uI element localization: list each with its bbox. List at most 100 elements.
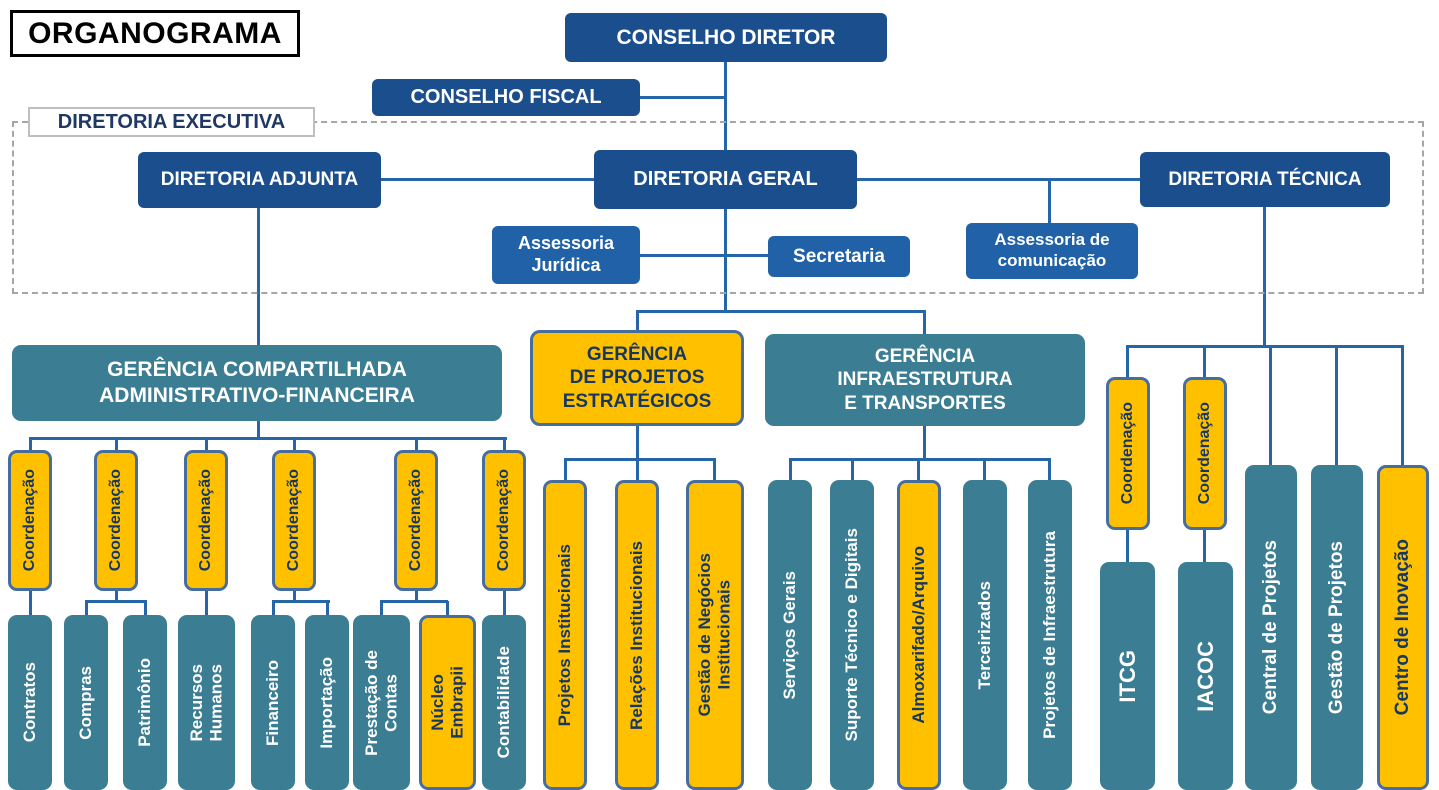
connector-line xyxy=(1269,345,1272,465)
node-label: Coordenação xyxy=(1118,402,1136,505)
connector-line xyxy=(857,178,1140,181)
node-centro-de-inovacao: Centro de Inovação xyxy=(1377,465,1429,790)
node-suporte-tecnico-digitais: Suporte Técnico e Digitais xyxy=(830,480,874,790)
node-coordenacao-tecnica-2: Coordenação xyxy=(1183,377,1227,530)
node-patrimonio: Patrimônio xyxy=(123,615,167,790)
connector-line xyxy=(640,254,724,257)
node-coordenacao-5: Coordenação xyxy=(394,450,438,591)
node-terceirizados: Terceirizados xyxy=(963,480,1007,790)
node-label: Recursos Humanos xyxy=(186,663,226,742)
node-label: Serviços Gerais xyxy=(780,570,800,700)
node-coordenacao-1: Coordenação xyxy=(8,450,52,591)
connector-line xyxy=(326,601,329,615)
node-coordenacao-6: Coordenação xyxy=(482,450,526,591)
node-label: Relações Institucionais xyxy=(627,540,647,730)
connector-line xyxy=(636,426,639,460)
node-label: Gestão de Negócios Institucionais xyxy=(695,553,734,717)
node-label: Central de Projetos xyxy=(1260,540,1282,715)
connector-line xyxy=(380,600,448,603)
connector-line xyxy=(636,458,639,480)
connector-line xyxy=(446,601,449,615)
node-gerencia-projetos-estrategicos: GERÊNCIA DE PROJETOS ESTRATÉGICOS xyxy=(530,330,744,426)
connector-line xyxy=(923,426,926,460)
connector-line xyxy=(272,600,330,603)
connector-line xyxy=(983,458,986,480)
node-gerencia-infraestrutura: GERÊNCIA INFRAESTRUTURA E TRANSPORTES xyxy=(765,334,1085,426)
connector-line xyxy=(1126,345,1404,348)
node-importacao: Importação xyxy=(305,615,349,790)
node-diretoria-tecnica: DIRETORIA TÉCNICA xyxy=(1140,152,1390,207)
connector-line xyxy=(640,96,724,99)
connector-line xyxy=(115,437,118,450)
connector-line xyxy=(636,310,639,332)
node-assessoria-juridica: Assessoria Jurídica xyxy=(492,226,640,284)
connector-line xyxy=(727,254,768,257)
node-almoxarifado-arquivo: Almoxarifado/Arquivo xyxy=(897,480,941,790)
node-label: Almoxarifado/Arquivo xyxy=(909,546,929,724)
connector-line xyxy=(205,437,208,450)
connector-line xyxy=(1335,345,1338,465)
node-label: Patrimônio xyxy=(135,658,155,747)
node-gestao-de-projetos: Gestão de Projetos xyxy=(1311,465,1363,790)
connector-line xyxy=(1203,530,1206,562)
node-contratos: Contratos xyxy=(8,615,52,790)
connector-line xyxy=(503,591,506,615)
page-title: ORGANOGRAMA xyxy=(10,10,300,57)
node-coordenacao-4: Coordenação xyxy=(272,450,316,591)
node-conselho-fiscal: CONSELHO FISCAL xyxy=(372,79,640,116)
diretoria-executiva-label: DIRETORIA EXECUTIVA xyxy=(28,107,315,137)
connector-line xyxy=(415,437,418,450)
node-label: Financeiro xyxy=(263,659,283,746)
node-relacoes-institucionais: Relações Institucionais xyxy=(615,480,659,790)
node-label: Compras xyxy=(76,665,96,740)
connector-line xyxy=(29,437,32,450)
node-gerencia-compartilhada: GERÊNCIA COMPARTILHADA ADMINISTRATIVO-FI… xyxy=(12,345,502,421)
node-label: Terceirizados xyxy=(975,580,995,690)
node-label: Coordenação xyxy=(284,469,302,572)
node-compras: Compras xyxy=(64,615,108,790)
connector-line xyxy=(144,601,147,615)
node-coordenacao-3: Coordenação xyxy=(184,450,228,591)
connector-line xyxy=(1048,181,1051,223)
node-recursos-humanos: Recursos Humanos xyxy=(178,615,235,790)
node-label: Contratos xyxy=(20,662,40,743)
node-label: Coordenação xyxy=(406,469,424,572)
node-label: Suporte Técnico e Digitais xyxy=(842,528,862,742)
node-nucleo-embrapii: Núcleo Embrapii xyxy=(419,615,476,790)
diretoria-executiva-frame xyxy=(12,121,1424,294)
connector-line xyxy=(415,591,418,602)
connector-line xyxy=(29,437,507,440)
connector-line xyxy=(205,591,208,615)
node-label: Prestação de Contas xyxy=(361,649,401,756)
connector-line xyxy=(1126,345,1129,377)
node-label: IACOC xyxy=(1192,640,1218,712)
node-label: Coordenação xyxy=(196,469,214,572)
connector-line xyxy=(272,601,275,615)
connector-line xyxy=(257,208,260,345)
node-diretoria-adjunta: DIRETORIA ADJUNTA xyxy=(138,152,381,208)
node-prestacao-de-contas: Prestação de Contas xyxy=(353,615,410,790)
connector-line xyxy=(713,458,716,480)
connector-line xyxy=(917,458,920,480)
node-coordenacao-2: Coordenação xyxy=(94,450,138,591)
connector-line xyxy=(503,437,506,450)
connector-line xyxy=(1048,458,1051,480)
node-label: Centro de Inovação xyxy=(1392,539,1414,716)
connector-line xyxy=(564,458,716,461)
node-contabilidade: Contabilidade xyxy=(482,615,526,790)
node-label: ITCG xyxy=(1114,649,1140,703)
node-central-de-projetos: Central de Projetos xyxy=(1245,465,1297,790)
connector-line xyxy=(1126,530,1129,562)
node-coordenacao-tecnica-1: Coordenação xyxy=(1106,377,1150,530)
node-label: Gestão de Projetos xyxy=(1326,540,1348,715)
connector-line xyxy=(1263,207,1266,345)
node-label: Importação xyxy=(317,656,337,749)
node-iacoc: IACOC xyxy=(1178,562,1233,790)
connector-line xyxy=(1203,345,1206,377)
node-assessoria-comunicacao: Assessoria de comunicação xyxy=(966,223,1138,279)
node-label: Contabilidade xyxy=(494,646,514,759)
connector-line xyxy=(293,437,296,450)
connector-line xyxy=(115,591,118,602)
node-itcg: ITCG xyxy=(1100,562,1155,790)
